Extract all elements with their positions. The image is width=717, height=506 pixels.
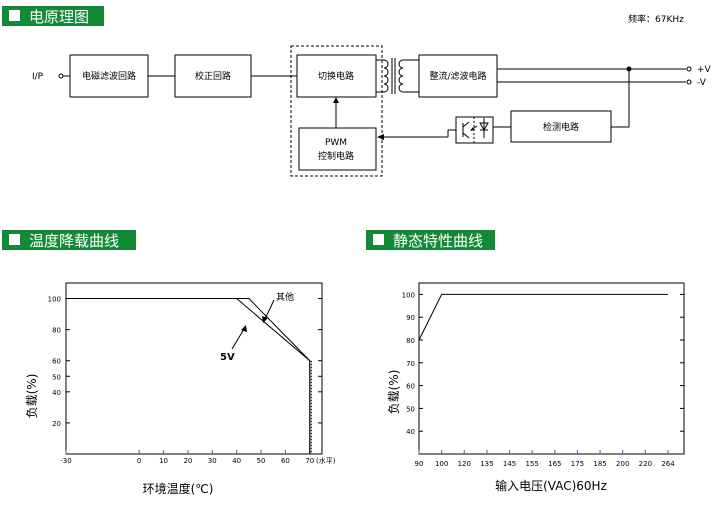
frequency-label: 频率：67KHz — [628, 13, 684, 25]
static-chart: 40 50 60 70 80 90 100 90 100 120 135 145 155 165 175 1… — [387, 282, 685, 493]
static-y-axis-title: 负载(%) — [387, 370, 401, 415]
arrow-icon — [241, 325, 247, 332]
load-curve-line — [418, 293, 668, 341]
detection-label: 检测电路 — [543, 121, 579, 133]
series-others-line — [66, 298, 311, 454]
static-section-header: 静态特性曲线 — [366, 230, 495, 250]
derating-series — [66, 298, 311, 454]
principle-title: 电原理图 — [29, 8, 89, 26]
y-tick-label: 80 — [406, 337, 415, 345]
dashed-control-boundary — [290, 45, 383, 177]
y-tick-label: 20 — [52, 420, 61, 428]
rectifier-block — [174, 54, 252, 98]
derating-y-axis-title: 负载(%) — [25, 374, 39, 419]
x-tick-label: 20 — [183, 457, 192, 465]
derating-x-axis-title: 环境温度(℃) — [143, 481, 214, 496]
static-plot-area — [418, 282, 685, 455]
x-tick-label: 264 — [661, 460, 675, 468]
derating-chart: 20 40 50 60 80 100 -30 0 10 20 30 40 50 60 70 其他 5V (… — [25, 282, 336, 496]
series-label-5v: 5V — [220, 352, 235, 363]
rectifier-label: 校正回路 — [195, 70, 231, 82]
derating-x-ticks: -30 0 10 20 30 40 50 60 70 — [60, 450, 314, 465]
switching-block — [296, 54, 377, 98]
pwm-control-label: 控制电路 — [318, 150, 354, 162]
x-tick-label: 200 — [616, 460, 629, 468]
optocoupler-icon — [455, 116, 494, 144]
principle-header-bg — [2, 6, 104, 26]
static-x-ticks: 90 100 120 135 145 155 165 175 185 200 220 264 — [415, 450, 675, 468]
x-tick-label: 135 — [480, 460, 493, 468]
label-leader-5v — [231, 328, 245, 350]
derating-header-bg — [2, 230, 136, 250]
header-square-icon — [9, 234, 20, 245]
x-tick-label: 30 — [208, 457, 217, 465]
output-neg-label: -V — [697, 78, 707, 88]
y-tick-label: 100 — [402, 291, 415, 299]
x-tick-label: 145 — [503, 460, 516, 468]
x-tick-label: 165 — [548, 460, 561, 468]
y-tick-label: 80 — [52, 327, 61, 335]
x-tick-label: 155 — [525, 460, 538, 468]
static-title: 静态特性曲线 — [393, 232, 483, 250]
rectify-filter-block — [418, 54, 498, 98]
y-tick-label: 40 — [406, 428, 415, 436]
x-tick-label: 50 — [257, 457, 266, 465]
derating-section-header: 温度降载曲线 — [2, 230, 136, 250]
transformer-icon — [376, 58, 419, 94]
x-tick-label: 185 — [593, 460, 606, 468]
header-square-icon — [9, 10, 20, 21]
arrow-left-icon — [377, 134, 384, 140]
x-tick-label: 60 — [281, 457, 290, 465]
x-tick-label: 10 — [159, 457, 168, 465]
derating-title: 温度降载曲线 — [29, 232, 119, 250]
x-tick-label: 220 — [639, 460, 652, 468]
switching-label: 切换电路 — [318, 70, 354, 82]
arrow-up-icon — [333, 97, 339, 103]
y-tick-label: 100 — [48, 296, 61, 304]
emi-filter-block — [69, 54, 149, 98]
y-tick-label: 50 — [52, 373, 61, 381]
series-label-others: 其他 — [276, 291, 294, 303]
label-leader-others — [264, 299, 275, 320]
input-label: I/P — [32, 72, 44, 82]
pwm-label: PWM — [325, 138, 347, 148]
x-tick-label: 175 — [571, 460, 584, 468]
output-terminal-neg — [686, 79, 692, 85]
pwm-control-block — [298, 127, 377, 171]
y-tick-label: 70 — [406, 360, 415, 368]
x-tick-label: 0 — [137, 457, 141, 465]
y-tick-label: 40 — [52, 389, 61, 397]
x-tick-label: 70 — [305, 457, 314, 465]
y-tick-label: 50 — [406, 405, 415, 413]
emi-filter-label: 电磁滤波回路 — [82, 70, 136, 82]
principle-section-header: 电原理图 — [2, 6, 104, 26]
block-diagram: I/P 电磁滤波回路 校正回路 切换电路 PWM 控制电路 整流/滤波电路 — [32, 45, 712, 177]
output-terminal-pos — [686, 66, 692, 72]
static-x-axis-title: 输入电压(VAC)60Hz — [495, 478, 607, 493]
x-tick-label: 120 — [458, 460, 471, 468]
rectify-filter-label: 整流/滤波电路 — [429, 70, 486, 82]
static-series — [418, 293, 668, 341]
static-header-bg — [366, 230, 495, 250]
y-tick-label: 60 — [52, 358, 61, 366]
y-tick-label: 90 — [406, 314, 415, 322]
derating-plot-area — [65, 282, 323, 455]
header-square-icon — [373, 234, 384, 245]
x-tick-label: 40 — [232, 457, 241, 465]
x-unit-note: (水平) — [316, 456, 336, 465]
input-terminal — [58, 73, 64, 79]
x-tick-label: 100 — [435, 460, 448, 468]
x-tick-label: 90 — [415, 460, 424, 468]
arrow-icon — [262, 316, 268, 323]
x-tick-label: -30 — [60, 457, 71, 465]
static-y-ticks: 40 50 60 70 80 90 100 — [402, 291, 684, 436]
y-tick-label: 60 — [406, 383, 415, 391]
output-pos-label: +V — [697, 65, 712, 75]
